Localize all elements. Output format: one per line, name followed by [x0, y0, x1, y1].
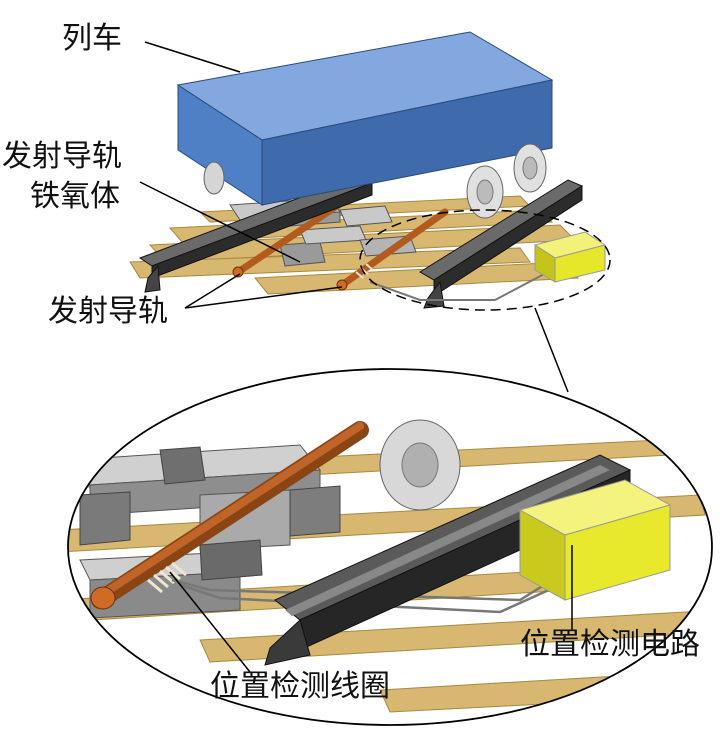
label-guide-ferrite-line2: 铁氧体 — [30, 179, 120, 214]
zoom-wheel — [379, 419, 461, 511]
label-train: 列车 — [62, 21, 122, 56]
leader-guide-ferrite — [139, 181, 301, 263]
train-body — [176, 31, 554, 219]
zoom-circuit-box — [518, 479, 672, 601]
leader-position-coil — [169, 571, 251, 673]
label-launch-rail: 发射导轨 — [48, 294, 168, 329]
label-position-coil: 位置检测线圈 — [210, 669, 390, 704]
circuit-box-small — [533, 231, 607, 283]
sensor-wire — [369, 271, 549, 301]
zoom-launch-rod — [90, 421, 369, 610]
left-rail — [138, 174, 374, 293]
zoom-detail-ellipse — [67, 368, 713, 726]
zoom-coil — [147, 561, 187, 594]
label-guide-ferrite-line1: 发射导轨 — [2, 139, 122, 174]
overview-scene — [129, 31, 611, 311]
leader-lines — [139, 41, 573, 673]
leader-launch-rail-2 — [184, 286, 343, 309]
zoom-scene — [68, 419, 712, 713]
right-rail — [419, 179, 584, 309]
leader-train — [144, 41, 241, 73]
zoom-source-ellipse — [359, 209, 611, 311]
zoom-connector — [534, 307, 569, 393]
leader-launch-rail-1 — [184, 273, 241, 309]
label-position-circuit: 位置检测电路 — [520, 627, 700, 662]
